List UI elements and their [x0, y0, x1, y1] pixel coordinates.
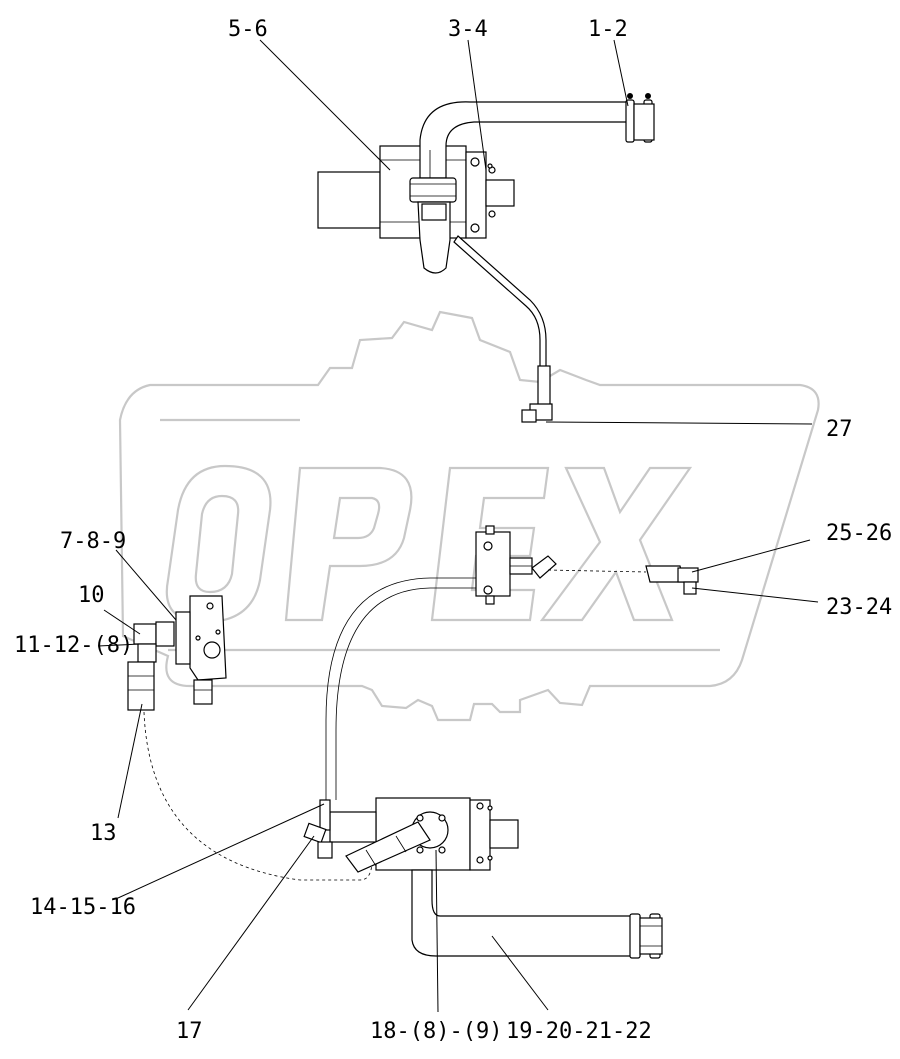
callout-labels: 1-2 3-4 5-6 27 7-8-9 10 11-12-(8) 25-26 …: [14, 17, 892, 1044]
callout-14-15-16: 14-15-16: [30, 895, 136, 920]
callout-11-12-8: 11-12-(8): [14, 633, 133, 658]
callout-27: 27: [826, 417, 853, 442]
right-fitting-assembly: [645, 565, 699, 595]
left-valve-assembly: [127, 595, 227, 711]
callout-5-6: 5-6: [228, 17, 268, 42]
callout-1-2: 1-2: [588, 17, 628, 42]
callout-7-8-9: 7-8-9: [60, 529, 126, 554]
leader-lines: [97, 39, 819, 1013]
top-pump-assembly: [317, 93, 655, 274]
callout-3-4: 3-4: [448, 17, 488, 42]
middle-valve-block: [475, 525, 557, 605]
bottom-pump-assembly: [303, 797, 663, 959]
callout-13: 13: [90, 821, 117, 846]
callout-10: 10: [78, 583, 105, 608]
callout-17: 17: [176, 1019, 203, 1044]
callout-25-26: 25-26: [826, 521, 892, 546]
callout-18-8-9: 18-(8)-(9): [370, 1019, 502, 1044]
callout-19-20-21-22: 19-20-21-22: [506, 1019, 652, 1044]
hose-routing: [143, 569, 647, 881]
hose-top-to-27: [453, 235, 553, 423]
callout-23-24: 23-24: [826, 595, 892, 620]
